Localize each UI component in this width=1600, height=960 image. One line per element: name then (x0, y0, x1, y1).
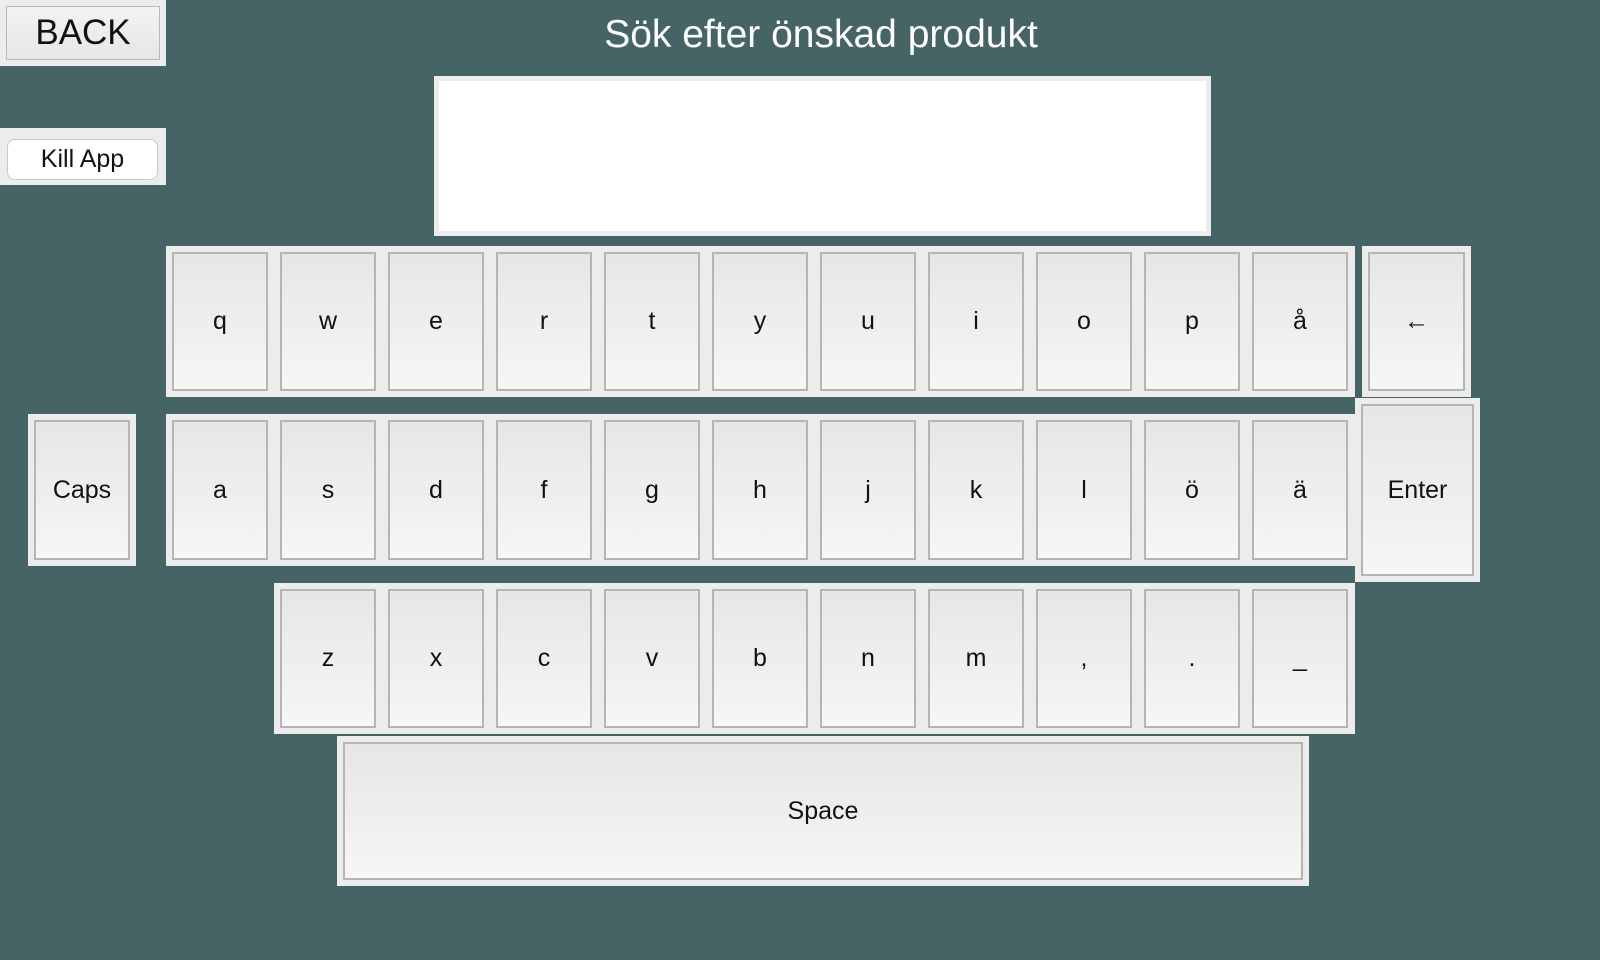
key-u[interactable]: u (820, 252, 916, 391)
key-w[interactable]: w (280, 252, 376, 391)
kill-app-button[interactable]: Kill App (7, 139, 158, 180)
key-f[interactable]: f (496, 420, 592, 560)
enter-key[interactable]: Enter (1361, 404, 1474, 576)
key-p[interactable]: p (1144, 252, 1240, 391)
kill-app-frame: Kill App (0, 128, 166, 185)
key-underscore[interactable]: _ (1252, 589, 1348, 728)
caps-key-frame: Caps (28, 414, 136, 566)
search-input[interactable] (439, 81, 1206, 231)
key-b[interactable]: b (712, 589, 808, 728)
space-key[interactable]: Space (343, 742, 1303, 880)
key-e[interactable]: e (388, 252, 484, 391)
key-s[interactable]: s (280, 420, 376, 560)
key-h[interactable]: h (712, 420, 808, 560)
key-v[interactable]: v (604, 589, 700, 728)
key-o[interactable]: o (1036, 252, 1132, 391)
caps-key[interactable]: Caps (34, 420, 130, 560)
key-t[interactable]: t (604, 252, 700, 391)
key-a-ring[interactable]: å (1252, 252, 1348, 391)
key-m[interactable]: m (928, 589, 1024, 728)
back-button-frame: BACK (0, 0, 166, 66)
key-r[interactable]: r (496, 252, 592, 391)
key-x[interactable]: x (388, 589, 484, 728)
key-j[interactable]: j (820, 420, 916, 560)
key-period[interactable]: . (1144, 589, 1240, 728)
key-y[interactable]: y (712, 252, 808, 391)
key-q[interactable]: q (172, 252, 268, 391)
enter-key-frame: Enter (1355, 398, 1480, 582)
key-g[interactable]: g (604, 420, 700, 560)
key-k[interactable]: k (928, 420, 1024, 560)
key-d[interactable]: d (388, 420, 484, 560)
key-o-umlaut[interactable]: ö (1144, 420, 1240, 560)
back-button[interactable]: BACK (6, 6, 160, 60)
key-comma[interactable]: , (1036, 589, 1132, 728)
key-c[interactable]: c (496, 589, 592, 728)
key-a[interactable]: a (172, 420, 268, 560)
key-l[interactable]: l (1036, 420, 1132, 560)
page-title: Sök efter önskad produkt (604, 13, 1038, 56)
backspace-key[interactable]: ← (1368, 252, 1465, 391)
key-i[interactable]: i (928, 252, 1024, 391)
space-key-frame: Space (337, 736, 1309, 886)
key-n[interactable]: n (820, 589, 916, 728)
key-z[interactable]: z (280, 589, 376, 728)
backspace-arrow-icon: ← (1404, 307, 1429, 335)
key-a-umlaut[interactable]: ä (1252, 420, 1348, 560)
backspace-key-frame: ← (1362, 246, 1471, 397)
search-field-frame (434, 76, 1211, 236)
